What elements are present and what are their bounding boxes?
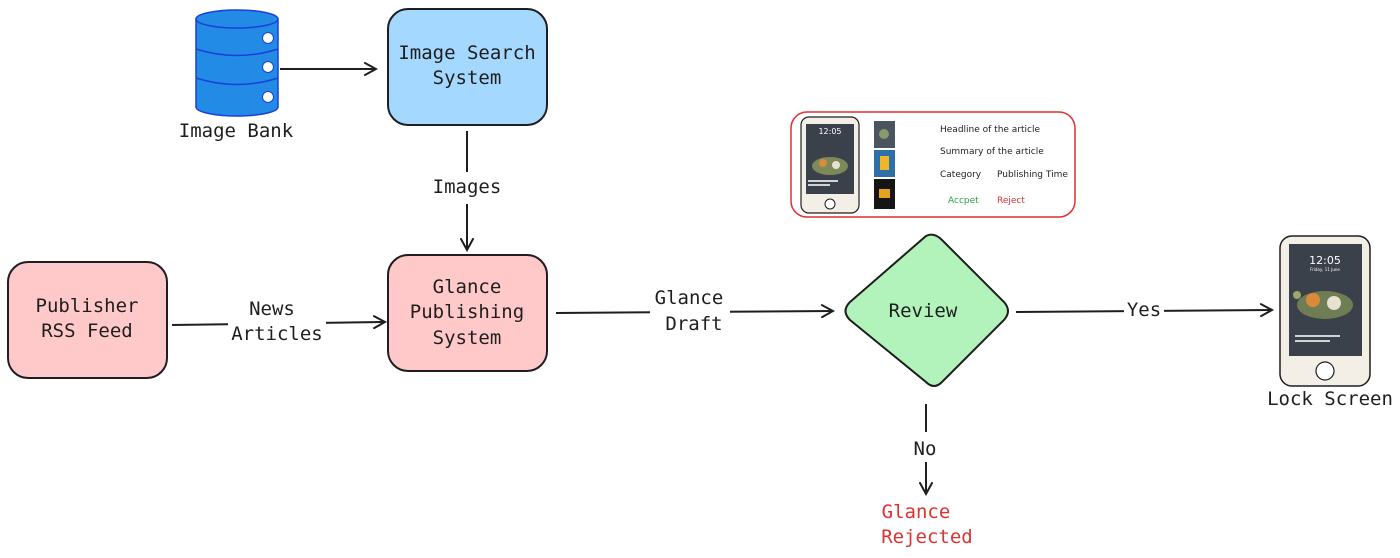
image-search-line2: System [433,67,502,89]
panel-category: Category [940,170,982,180]
publisher-rss-line2: RSS Feed [41,320,133,342]
database-icon [195,9,279,117]
panel-summary: Summary of the article [940,147,1044,157]
image-search-line1: Image Search [398,42,535,64]
news-articles-label-bg [228,296,326,346]
review-label: Review [889,300,958,322]
glance-rejected-line1: Glance [882,501,951,523]
thumbnail-1-food [879,129,889,139]
news-articles-line1: News [249,298,295,320]
review-panel: 12:05 Headline of the article Summary of… [790,111,1076,218]
publishing-line1: Glance [433,276,502,298]
publishing-line2: Publishing [410,301,524,323]
images-edge-label: Images [433,176,502,198]
panel-accept-button[interactable]: Accpet [948,196,979,206]
panel-phone-time: 12:05 [818,127,841,136]
lock-screen-label: Lock Screen [1267,388,1393,410]
glance-draft-label-bg [650,284,730,336]
yes-edge-label: Yes [1127,299,1161,321]
glance-draft-line1: Glance [655,287,724,309]
glance-publishing-system-box [387,254,548,372]
review-diamond [844,233,1009,387]
panel-publishing-time: Publishing Time [997,170,1068,180]
lock-screen-phone-icon [1279,235,1371,387]
image-bank-label: Image Bank [179,120,294,142]
thumbnail-3-item [879,189,890,198]
glance-draft-line2: Draft [665,313,722,335]
panel-reject-button[interactable]: Reject [997,196,1025,206]
lock-phone-date: Friday, 11 June [1310,267,1340,272]
glance-rejected-line2: Rejected [881,526,973,548]
news-articles-line2: Articles [231,323,323,345]
panel-headline: Headline of the article [940,125,1040,135]
yes-label-bg [1124,298,1164,322]
image-search-system-box [387,8,548,126]
publishing-line3: System [433,327,502,349]
publisher-rss-feed-box [7,261,168,379]
no-edge-label: No [914,438,937,460]
thumbnail-2-item [880,156,889,170]
panel-phone-icon [800,116,860,214]
lock-phone-time: 12:05 [1309,254,1341,267]
publisher-rss-line1: Publisher [36,295,139,317]
